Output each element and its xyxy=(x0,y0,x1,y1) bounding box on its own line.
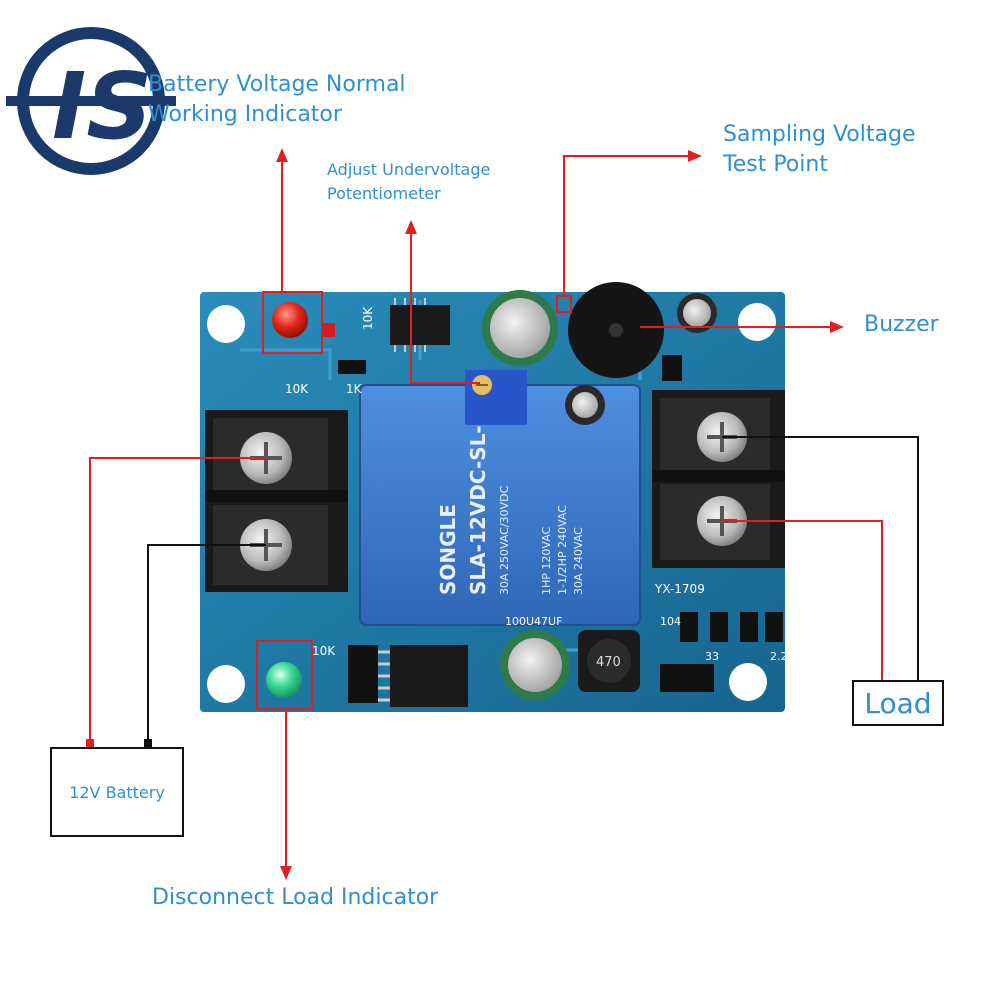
label-res-10k-b: 10K xyxy=(361,306,375,330)
input-terminal-block xyxy=(205,410,348,592)
relay-spec-1: 30A 250VAC/30VDC xyxy=(498,485,511,595)
label-battery-normal-line1: Battery Voltage Normal xyxy=(148,72,406,97)
wire-battery-negative xyxy=(147,544,266,747)
capacitor-right xyxy=(677,293,717,333)
relay: SONGLE SLA-12VDC-SL-C 30A 250VAC/30VDC 1… xyxy=(359,384,641,626)
green-led-highlight xyxy=(256,640,313,710)
ic-chip xyxy=(390,298,450,352)
battery-positive-terminal xyxy=(86,739,94,747)
relay-spec-2: 1HP 120VAC xyxy=(540,526,553,595)
label-res-10k-c: 10K xyxy=(312,644,336,658)
output-terminal-block: YX-1709 xyxy=(652,390,785,596)
label-res-33: 33 xyxy=(705,650,719,663)
label-res-104: 104 xyxy=(660,615,681,628)
arrow-potentiometer xyxy=(405,220,480,384)
wire-load-1 xyxy=(722,436,919,680)
label-battery-normal-line2: Working Indicator xyxy=(148,102,342,127)
battery-negative-terminal xyxy=(144,739,152,747)
relay-spec-3: 1-1/2HP 240VAC xyxy=(556,505,569,595)
logo-icon: IS xyxy=(6,27,176,175)
relay-model: SLA-12VDC-SL-C xyxy=(466,411,490,595)
label-res-10k-a: 10K xyxy=(285,382,309,396)
load-box: Load xyxy=(852,680,944,726)
label-res-22: 2.2 xyxy=(770,650,788,663)
battery-box: 12V Battery xyxy=(50,747,184,837)
red-led xyxy=(272,302,335,338)
cap-label: 100U47UF xyxy=(505,615,562,628)
brand-logo: IS xyxy=(6,26,176,180)
relay-spec-4: 30A 240VAC xyxy=(572,527,585,595)
logo-text: IS xyxy=(52,53,153,160)
inductor-label: 470 xyxy=(596,655,621,670)
label-sampling-line2: Test Point xyxy=(723,152,828,177)
label-res-1k: 1K xyxy=(346,382,363,396)
label-adjust-line1: Adjust Undervoltage xyxy=(327,160,491,179)
smd-components: 10K 10K 10K 1K 104 33 2.2 xyxy=(285,306,788,703)
label-buzzer: Buzzer xyxy=(864,312,939,337)
red-led-highlight xyxy=(262,291,323,354)
wire-load-2 xyxy=(722,520,883,680)
label-disconnect: Disconnect Load Indicator xyxy=(152,885,439,910)
inductor: 470 xyxy=(578,630,640,692)
wire-battery-positive xyxy=(89,457,266,747)
voltage-regulator xyxy=(375,645,468,707)
capacitor-top xyxy=(482,290,558,366)
board-id: YX-1709 xyxy=(654,582,705,596)
relay-brand: SONGLE xyxy=(436,504,460,595)
potentiometer xyxy=(465,370,527,425)
arrow-sampling xyxy=(563,150,702,296)
label-sampling-line1: Sampling Voltage xyxy=(723,122,916,147)
buzzer xyxy=(568,282,664,378)
label-adjust-line2: Potentiometer xyxy=(327,184,441,203)
capacitor-small xyxy=(565,385,605,425)
green-led xyxy=(266,662,302,698)
capacitor-bottom: 100U47UF xyxy=(500,615,570,700)
